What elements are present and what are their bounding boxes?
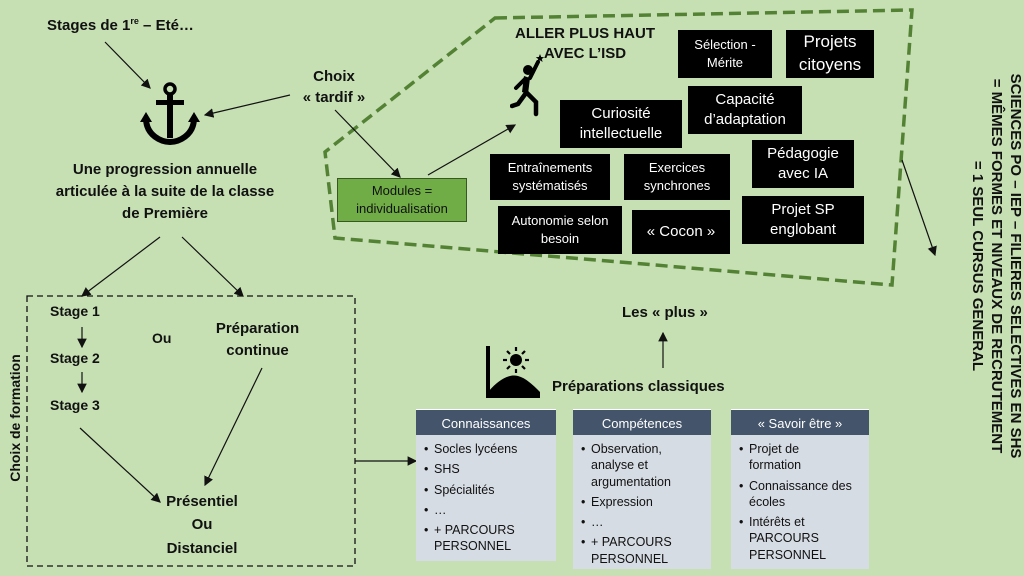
list-item: Projet de formation — [739, 441, 863, 474]
side-text-line-3: = 1 SEUL CURSUS GENERAL — [969, 160, 987, 372]
formation-dashed-box — [26, 295, 356, 567]
stages-ete-label: Stages de 1re – Eté… — [47, 16, 194, 34]
side-text-line-2: = MÊMES FORMES ET NIVEAUX DE RECRUTEMENT — [988, 78, 1006, 454]
presentiel-label: Présentiel Ou Distanciel — [166, 493, 238, 557]
exercices-synchrones-box: Exercices synchrones — [624, 154, 730, 200]
column-savoir-etre: Projet de formation Connaissance des éco… — [731, 435, 869, 569]
list-item: + PARCOURS PERSONNEL — [581, 534, 705, 567]
stage-1-label: Stage 1 — [50, 303, 100, 319]
pedagogie-ia-box: Pédagogie avec IA — [752, 140, 854, 188]
column-header-competences: Compétences — [573, 409, 711, 436]
list-item: + PARCOURS PERSONNEL — [424, 522, 550, 555]
list-item: Intérêts et PARCOURS PERSONNEL — [739, 514, 863, 563]
list-item: Spécialités — [424, 482, 550, 499]
aller-plus-haut-title: ALLER PLUS HAUT AVEC L’ISD — [515, 25, 655, 63]
column-competences: Observation, analyse et argumentation Ex… — [573, 435, 711, 569]
arrow-to-side-text — [901, 159, 937, 257]
choix-tardif-label: Choix « tardif » — [302, 68, 366, 106]
ou-label: Ou — [152, 330, 172, 346]
list-item: Socles lycéens — [424, 441, 550, 458]
choix-formation-label: Choix de formation — [7, 354, 23, 482]
selection-merite-box: Sélection - Mérite — [678, 30, 772, 78]
arrow-progression-left — [81, 236, 161, 297]
arrow-choix-to-modules — [334, 109, 401, 178]
column-connaissances: Socles lycéens SHS Spécialités … + PARCO… — [416, 435, 556, 561]
mountain-sun-icon — [484, 344, 544, 400]
cocon-box: « Cocon » — [632, 210, 730, 254]
projets-citoyens-box: Projets citoyens — [786, 30, 874, 78]
arrow-stage3-presentiel — [79, 427, 161, 503]
list-item: Expression — [581, 494, 705, 511]
list-item: Observation, analyse et argumentation — [581, 441, 705, 490]
list-item: Connaissance des écoles — [739, 478, 863, 511]
arrow-progression-right — [181, 236, 244, 297]
autonomie-box: Autonomie selon besoin — [498, 206, 622, 254]
les-plus-label: Les « plus » — [622, 304, 708, 321]
modules-box: Modules = individualisation — [337, 178, 467, 222]
arrow-prep-presentiel — [204, 367, 263, 487]
anchor-icon — [140, 82, 200, 148]
curiosite-intellectuelle-box: Curiosité intellectuelle — [560, 100, 682, 148]
side-text-block: SCIENCES PO – IEP – FILIERES SELECTIVES … — [950, 66, 1024, 466]
projet-sp-box: Projet SP englobant — [742, 196, 864, 244]
stage-2-label: Stage 2 — [50, 350, 100, 366]
list-item: … — [581, 514, 705, 531]
arrow-modules-to-climber — [427, 124, 517, 176]
list-item: … — [424, 502, 550, 519]
preparation-continue-label: Préparation continue — [215, 320, 300, 359]
capacite-adaptation-box: Capacité d’adaptation — [688, 86, 802, 134]
entrainements-box: Entraînements systématisés — [490, 154, 610, 200]
column-header-savoir-etre: « Savoir être » — [731, 409, 869, 436]
preparations-classiques-label: Préparations classiques — [552, 378, 725, 395]
arrow-stages-to-anchor — [104, 41, 151, 89]
climber-icon — [510, 50, 556, 118]
progression-label: Une progression annuelle articulée à la … — [55, 161, 275, 222]
list-item: SHS — [424, 461, 550, 478]
stage-3-label: Stage 3 — [50, 397, 100, 413]
side-text-line-1: SCIENCES PO – IEP – FILIERES SELECTIVES … — [1007, 73, 1024, 459]
arrow-choix-to-anchor — [203, 94, 291, 118]
column-header-connaissances: Connaissances — [416, 409, 556, 436]
